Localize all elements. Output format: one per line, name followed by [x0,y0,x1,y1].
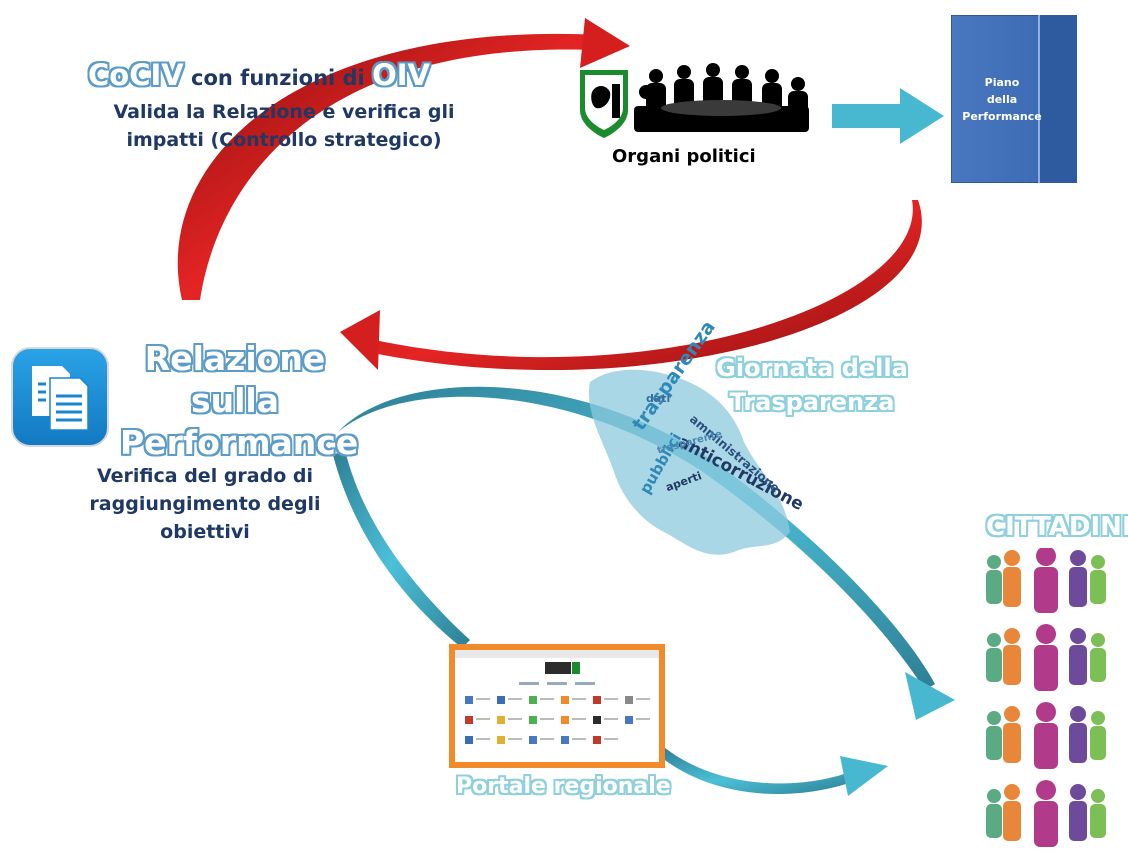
giornata-trasparenza-title: Giornata della Trasparenza [712,351,912,419]
crowd-row-1 [986,548,1106,613]
red-arrow-bottom-head [340,310,380,370]
relazione-title-line2: sulla [190,381,280,420]
relazione-sub-line1: Verifica del grado di [96,465,313,487]
crowd-row-4 [986,780,1106,847]
cittadini-title: CITTADINI [986,512,1128,542]
cittadini-people-icon [986,548,1106,847]
piano-line2: della [986,93,1018,106]
giornata-line1: Giornata della [716,354,908,382]
cociv-heading: CoCIV con funzioni di OIV [88,58,430,92]
crowd-row-2 [986,624,1106,691]
teal-arrow-giornata-head [905,672,955,720]
relazione-sub-line3: obiettivi [160,521,250,543]
organi-politici-image [580,63,809,138]
teal-arrow-portale [333,450,470,648]
organi-politici-label: Organi politici [612,146,756,167]
relazione-title-line3: Performance [120,423,359,462]
cociv-acronym: CoCIV [88,58,184,92]
portale-regionale-screenshot [449,644,665,768]
relazione-subtitle: Verifica del grado di raggiungimento deg… [70,462,340,546]
cociv-description-line1: Valida la Relazione e verifica gli [113,101,455,123]
piano-line1: Piano [984,76,1020,89]
piano-performance-label: Piano della Performance [962,74,1042,125]
red-arrow-top-head [580,18,630,68]
red-arrow-top [177,33,600,300]
relazione-title-line1: Relazione [144,339,326,378]
cociv-description-line2: impatti (Controllo strategico) [126,129,442,151]
cociv-oiv: OIV [372,58,430,92]
piano-line3: Performance [962,110,1042,123]
portale-regionale-label: Portale regionale [456,774,671,799]
meeting-silhouettes-icon [634,63,809,132]
teal-arrow-organi-piano [832,88,944,144]
teal-arrow-portale-cittadini [662,748,852,795]
teal-arrow-portale-cittadini-head [840,756,888,796]
relazione-sub-line2: raggiungimento degli [89,493,321,515]
document-app-icon [11,347,109,447]
trasparenza-wordcloud: trasparenza anticorruzione amministrazio… [584,317,807,562]
marche-map-shape [588,369,790,555]
cociv-middle-text: con funzioni di [183,66,373,90]
red-arrow-bottom [365,200,922,371]
crowd-row-3 [986,702,1106,769]
giornata-line2: Trasparenza [729,388,895,416]
relazione-title: Relazione sulla Performance [120,338,359,464]
cociv-description: Valida la Relazione e verifica gli impat… [94,98,474,154]
piano-performance-book-icon [951,15,1077,183]
wordcloud-word-6: dati [646,392,671,405]
regione-marche-shield-icon [580,70,628,138]
